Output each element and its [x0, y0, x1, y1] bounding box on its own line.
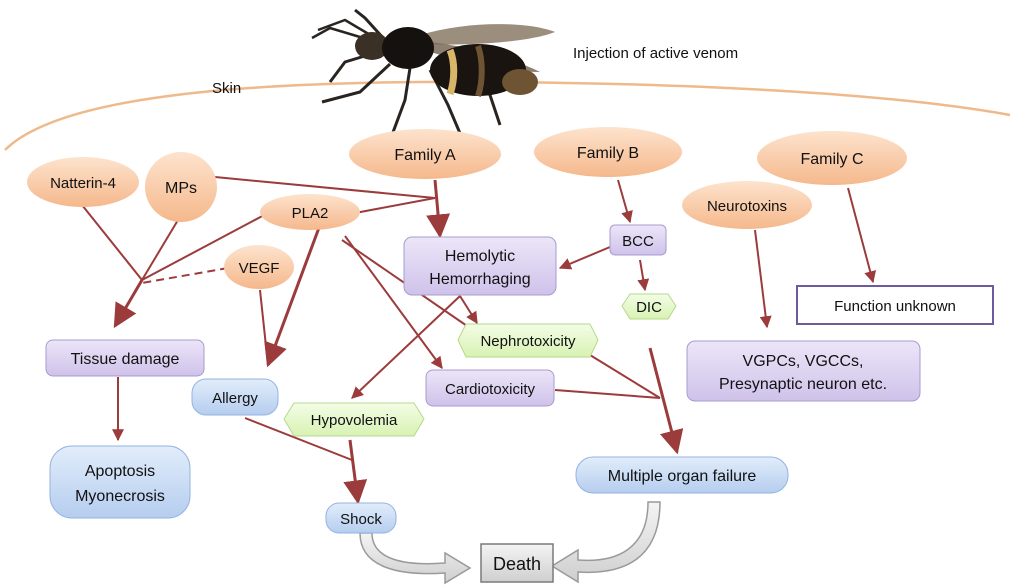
arrow-familyb-bcc: [618, 180, 630, 222]
svg-text:Tissue damage: Tissue damage: [71, 351, 180, 368]
arrow-hemolytic-nephro: [460, 296, 477, 323]
node-death: Death: [481, 544, 553, 582]
svg-text:BCC: BCC: [622, 233, 654, 250]
node-cardiotoxicity: Cardiotoxicity: [426, 370, 554, 406]
arrow-merge-tissue: [115, 280, 142, 326]
hornet-icon: [312, 10, 555, 138]
node-bcc: BCC: [610, 225, 666, 255]
arrow-neurotoxins-vgpcs: [755, 230, 767, 327]
node-nephrotoxicity: Nephrotoxicity: [458, 324, 598, 357]
svg-text:Family C: Family C: [800, 151, 863, 168]
arrow-familyc-function: [848, 188, 873, 282]
svg-text:Family A: Family A: [394, 147, 456, 164]
arrow-bcc-dic: [640, 260, 645, 290]
svg-text:PLA2: PLA2: [292, 205, 329, 222]
arrow-pla2-hemolytic: [355, 198, 435, 213]
arrow-nephro-mof: [590, 355, 660, 398]
node-pla2: PLA2: [260, 194, 360, 230]
svg-text:Myonecrosis: Myonecrosis: [75, 488, 165, 505]
arrow-familya-hemolytic: [435, 180, 440, 236]
node-family-c: Family C: [757, 131, 907, 185]
svg-text:Death: Death: [493, 554, 541, 574]
svg-text:Allergy: Allergy: [212, 390, 258, 407]
svg-text:Family B: Family B: [577, 145, 639, 162]
node-apoptosis: Apoptosis Myonecrosis: [50, 446, 190, 518]
node-function-unknown: Function unknown: [797, 286, 993, 324]
svg-text:Shock: Shock: [340, 511, 382, 528]
node-family-a: Family A: [349, 129, 501, 179]
svg-text:Hemorrhaging: Hemorrhaging: [429, 271, 530, 288]
svg-text:Multiple organ failure: Multiple organ failure: [608, 468, 757, 485]
arrow-cardio-mof: [555, 390, 660, 398]
node-hypovolemia: Hypovolemia: [284, 403, 424, 436]
svg-text:Nephrotoxicity: Nephrotoxicity: [480, 333, 576, 350]
injection-label: Injection of active venom: [573, 45, 738, 62]
svg-text:Apoptosis: Apoptosis: [85, 463, 155, 480]
arrow-pla2-allergy: [268, 225, 320, 365]
svg-text:Hypovolemia: Hypovolemia: [311, 412, 398, 429]
arrow-mof-death: [552, 502, 660, 582]
arrow-shock-death: [360, 533, 470, 583]
skin-label: Skin: [212, 80, 241, 97]
node-hemolytic: Hemolytic Hemorrhaging: [404, 237, 556, 295]
node-shock: Shock: [326, 503, 396, 533]
arrow-hypovolemia-shock: [350, 440, 358, 502]
arrow-bcc-hemolytic: [560, 247, 610, 268]
node-vgpcs: VGPCs, VGCCs, Presynaptic neuron etc.: [687, 341, 920, 401]
node-mps: MPs: [145, 152, 217, 222]
svg-text:Hemolytic: Hemolytic: [445, 248, 515, 265]
arrow-dic-mof: [650, 348, 677, 452]
svg-text:MPs: MPs: [165, 180, 197, 197]
svg-text:DIC: DIC: [636, 299, 662, 316]
svg-text:Neurotoxins: Neurotoxins: [707, 198, 787, 215]
node-allergy: Allergy: [192, 379, 278, 415]
svg-text:Natterin-4: Natterin-4: [50, 175, 116, 192]
arrow-natterin-tissue: [82, 205, 142, 280]
arrow-vegf-allergy: [260, 290, 268, 365]
node-dic: DIC: [622, 294, 676, 319]
node-neurotoxins: Neurotoxins: [682, 181, 812, 229]
node-natterin: Natterin-4: [27, 157, 139, 207]
node-tissue-damage: Tissue damage: [46, 340, 204, 376]
arrow-vegf-tissue: [142, 268, 228, 283]
node-vegf: VEGF: [224, 245, 294, 289]
svg-text:Presynaptic neuron etc.: Presynaptic neuron etc.: [719, 376, 887, 393]
node-multiple-organ-failure: Multiple organ failure: [576, 457, 788, 493]
svg-text:Cardiotoxicity: Cardiotoxicity: [445, 381, 536, 398]
svg-text:VGPCs, VGCCs,: VGPCs, VGCCs,: [743, 353, 864, 370]
svg-text:VEGF: VEGF: [239, 260, 280, 277]
node-family-b: Family B: [534, 127, 682, 177]
svg-text:Function unknown: Function unknown: [834, 298, 956, 315]
